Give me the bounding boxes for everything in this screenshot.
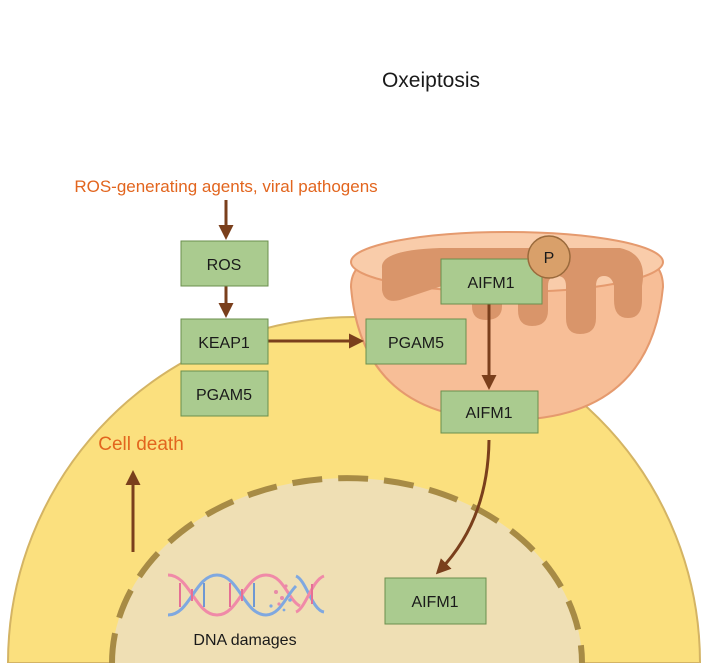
- svg-text:KEAP1: KEAP1: [198, 335, 250, 352]
- svg-text:P: P: [544, 250, 555, 267]
- node-aifm1-nucleus: AIFM1: [384, 577, 487, 625]
- trigger-label: ROS-generating agents, viral pathogens: [74, 177, 377, 196]
- node-aifm1-released: AIFM1: [440, 390, 539, 434]
- dna-helix-icon: [167, 573, 325, 617]
- arrow-aifm1-to-nucleus: [435, 439, 491, 575]
- node-pgam5-mito: PGAM5: [365, 318, 467, 365]
- svg-text:ROS: ROS: [207, 257, 242, 274]
- svg-text:AIFM1: AIFM1: [467, 275, 514, 292]
- node-ros: ROS: [180, 240, 269, 287]
- svg-text:AIFM1: AIFM1: [411, 594, 458, 611]
- node-pgam5-cytosol: PGAM5: [180, 370, 269, 417]
- diagram-title: Oxeiptosis: [382, 69, 480, 92]
- svg-text:AIFM1: AIFM1: [465, 405, 512, 422]
- phospho-badge: P: [527, 235, 571, 279]
- svg-text:PGAM5: PGAM5: [196, 387, 252, 404]
- cell-death-label: Cell death: [98, 434, 184, 455]
- node-aifm1-mito: AIFM1: [440, 258, 543, 305]
- dna-damages-label: DNA damages: [193, 632, 296, 649]
- node-keap1: KEAP1: [180, 318, 269, 365]
- nucleus-envelope: [109, 475, 585, 663]
- svg-text:PGAM5: PGAM5: [388, 335, 444, 352]
